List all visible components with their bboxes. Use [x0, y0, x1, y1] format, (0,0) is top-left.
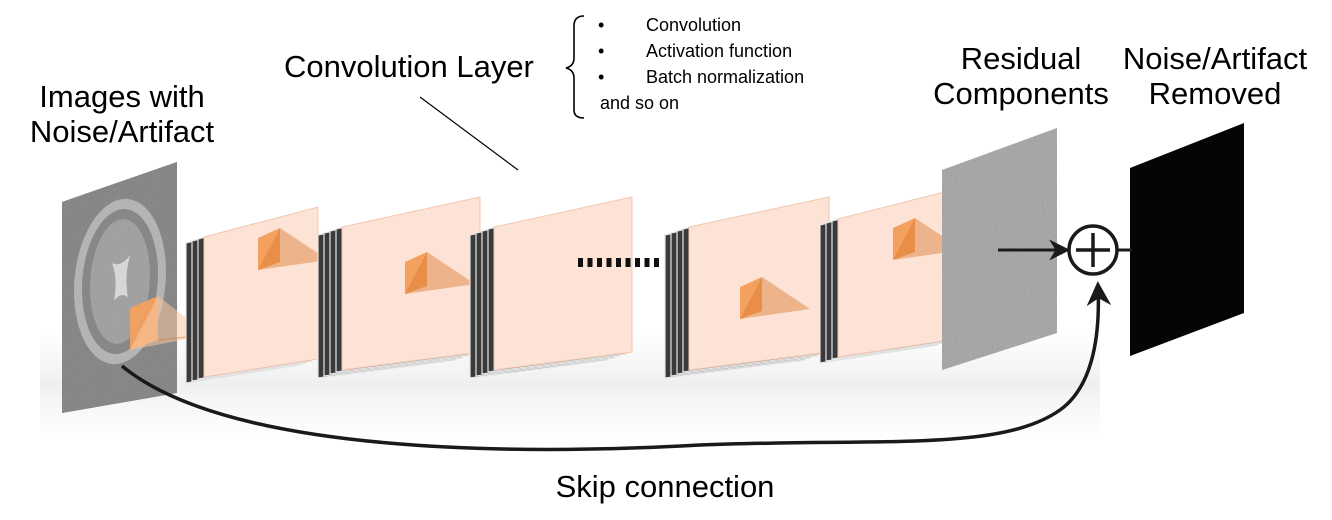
ellipsis-dot — [597, 258, 602, 267]
bullet-icon: • — [598, 15, 605, 35]
conv-layer-pointer — [419, 96, 519, 171]
conv-stack — [664, 196, 830, 379]
conv-layer-front-sheet — [203, 206, 319, 378]
detail-item-text: Batch normalization — [646, 67, 805, 87]
ellipsis-dots — [578, 258, 659, 267]
kernel-projection — [740, 277, 810, 319]
conv-stack — [819, 188, 963, 364]
kernel-patch — [740, 277, 762, 319]
detail-tail-text: and so on — [600, 93, 680, 113]
ellipsis-dot — [587, 258, 593, 267]
kernel-projection — [405, 252, 475, 294]
residual-label-line-2: Components — [933, 75, 1109, 111]
details-brace — [565, 15, 585, 119]
detail-item-text: Convolution — [646, 15, 742, 35]
conv-stack — [469, 196, 633, 379]
conv-layer-label-text: Convolution Layer — [284, 49, 534, 84]
ellipsis-dot — [616, 258, 621, 267]
input-label-line-1: Images with — [39, 79, 205, 114]
conv-layer-stacks — [185, 188, 963, 384]
ellipsis-dot — [578, 258, 583, 267]
ellipsis-dot — [625, 258, 631, 267]
skip-connection-label: Skip connection — [490, 469, 840, 505]
kernel-patch — [258, 228, 280, 270]
conv-layer-label: Convolution Layer — [284, 49, 534, 85]
conv-layer-front-sheet — [493, 196, 633, 371]
kernel-patch — [893, 218, 915, 260]
kernel-projection — [258, 228, 328, 270]
residual-label: Residual Components — [912, 41, 1130, 111]
bullet-icon: • — [598, 41, 605, 61]
ellipsis-dot — [644, 258, 650, 267]
conv-layer-front-sheet — [837, 188, 957, 358]
ellipsis-dot — [635, 258, 640, 267]
bullet-icon: • — [598, 67, 605, 87]
ellipsis-dot — [654, 258, 659, 267]
detail-item-text: Activation function — [646, 41, 793, 61]
input-noisy-image — [62, 162, 209, 413]
input-label: Images with Noise/Artifact — [12, 79, 232, 149]
output-label-line-2: Removed — [1148, 75, 1282, 111]
input-label-line-2: Noise/Artifact — [29, 113, 215, 149]
skip-connection-label-text: Skip connection — [555, 469, 775, 504]
circle-plus-icon — [1067, 224, 1119, 276]
output-label: Noise/Artifact Removed — [1104, 41, 1326, 111]
output-label-line-1: Noise/Artifact — [1122, 41, 1308, 76]
conv-stack — [317, 196, 481, 379]
output-clean-image — [1130, 123, 1244, 356]
conv-stack — [185, 206, 328, 384]
residual-label-line-1: Residual — [960, 41, 1082, 76]
ellipsis-dot — [606, 258, 612, 267]
kernel-patch — [405, 252, 427, 294]
skip-connection-arrow — [120, 281, 1112, 452]
